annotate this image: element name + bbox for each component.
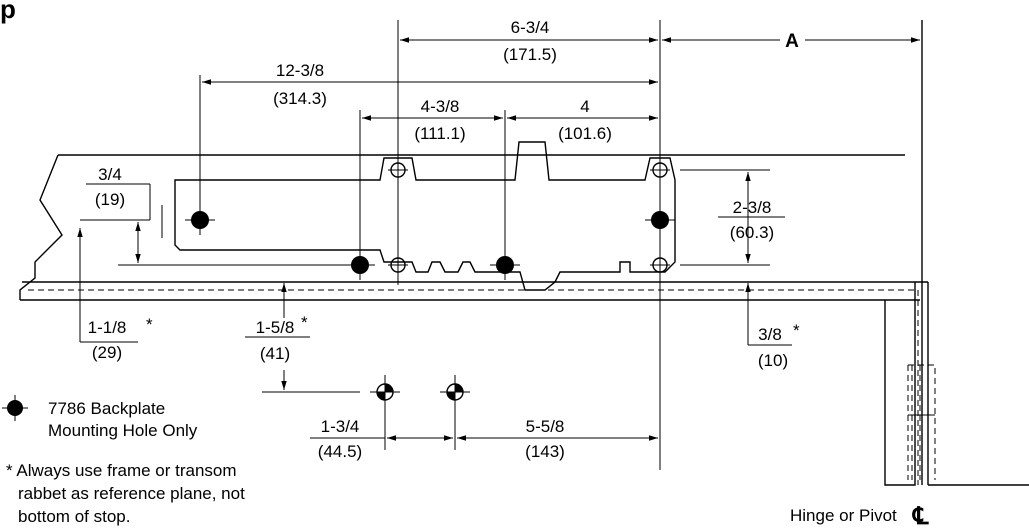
- note-line-2: rabbet as reference plane, not: [18, 484, 245, 503]
- centerline-symbol-icon: ℄: [912, 503, 929, 530]
- dim-2-3-8-mm: (60.3): [730, 223, 774, 242]
- dim-5-5-8-mm: (143): [525, 442, 565, 461]
- backplate-outline: [174, 141, 676, 291]
- dim-1-5-8-star: *: [301, 313, 308, 332]
- dim-1-1-8-mm: (29): [92, 343, 122, 362]
- legend-line-1: 7786 Backplate: [48, 399, 165, 418]
- dim-1-5-8-frac: 1-5/8: [256, 318, 295, 337]
- dim-12-3-8-frac: 12-3/8: [276, 61, 324, 80]
- dim-6-3-4-mm: (171.5): [503, 45, 557, 64]
- dimension-labels: 6-3/4 (171.5) A 12-3/8 (314.3) 4-3/8 (11…: [86, 18, 800, 461]
- dim-4-mm: (101.6): [558, 124, 612, 143]
- dim-1-3-4-frac: 1-3/4: [321, 417, 360, 436]
- dim-1-5-8-mm: (41): [260, 344, 290, 363]
- reference-note: * Always use frame or transom rabbet as …: [6, 461, 245, 526]
- dim-3-8-star: *: [793, 321, 800, 340]
- dim-a-label: A: [785, 31, 799, 52]
- legend: 7786 Backplate Mounting Hole Only: [2, 395, 198, 440]
- dim-1-1-8-frac: 1-1/8: [88, 318, 127, 337]
- dim-3-4-mm: (19): [95, 190, 125, 209]
- dim-5-5-8-frac: 5-5/8: [526, 417, 565, 436]
- hinge-label-text: Hinge or Pivot: [790, 506, 897, 525]
- dim-1-1-8-star: *: [146, 315, 153, 334]
- open-holes: [388, 160, 670, 275]
- dim-4-3-8-frac: 4-3/8: [421, 97, 460, 116]
- note-line-1: * Always use frame or transom: [6, 461, 237, 480]
- dim-1-3-4-mm: (44.5): [318, 442, 362, 461]
- door-frame-outline: [19, 20, 1029, 486]
- dim-6-3-4-frac: 6-3/4: [511, 18, 550, 37]
- header-fragment: p: [0, 0, 16, 24]
- dim-2-3-8-frac: 2-3/8: [733, 198, 772, 217]
- dim-3-8-mm: (10): [758, 351, 788, 370]
- dimension-lines: [77, 37, 920, 441]
- dim-4-frac: 4: [580, 97, 589, 116]
- dim-3-8-frac: 3/8: [758, 325, 782, 344]
- legend-line-2: Mounting Hole Only: [48, 421, 198, 440]
- extension-lines: [80, 20, 770, 470]
- note-line-3: bottom of stop.: [18, 507, 130, 526]
- dim-4-3-8-mm: (111.1): [414, 124, 465, 143]
- template-holes: [370, 377, 470, 407]
- hinge-label: Hinge or Pivot ℄: [790, 503, 929, 530]
- dim-3-4-frac: 3/4: [98, 165, 122, 184]
- dim-12-3-8-mm: (314.3): [273, 89, 327, 108]
